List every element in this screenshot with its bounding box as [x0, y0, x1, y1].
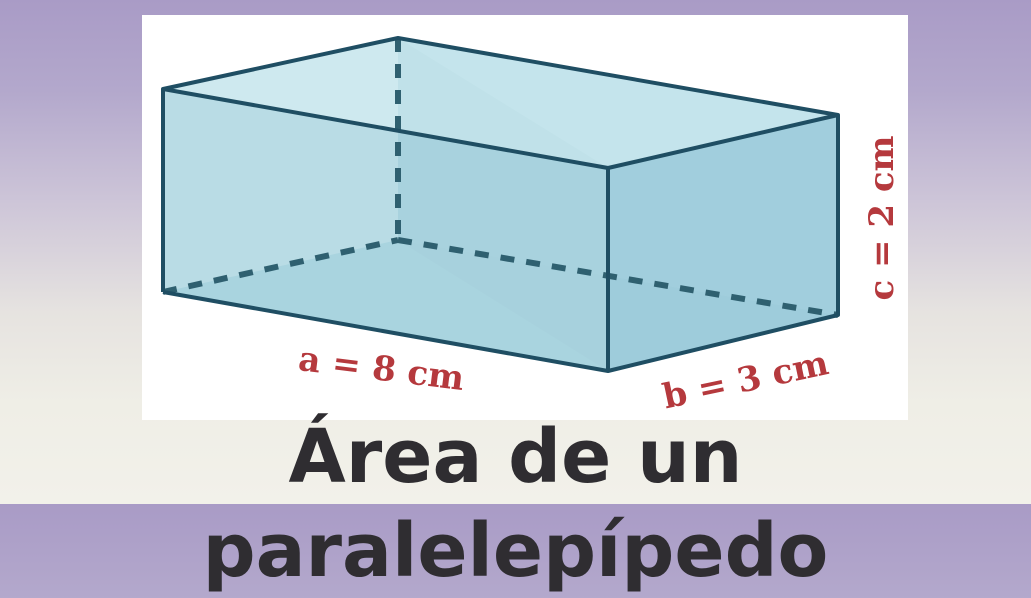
- label-c: c = 2 cm: [862, 135, 902, 300]
- label-a: a = 8 cm: [296, 339, 466, 399]
- box-diagram: a = 8 cm b = 3 cm c = 2 cm: [161, 36, 902, 417]
- top-face: [163, 38, 838, 168]
- right-face: [608, 115, 838, 371]
- visible-edges: [161, 36, 840, 373]
- front-face: [163, 89, 608, 371]
- hidden-edges: [162, 38, 839, 318]
- label-b: b = 3 cm: [659, 343, 832, 417]
- page-title: Área de un paralelepípedo: [202, 414, 829, 594]
